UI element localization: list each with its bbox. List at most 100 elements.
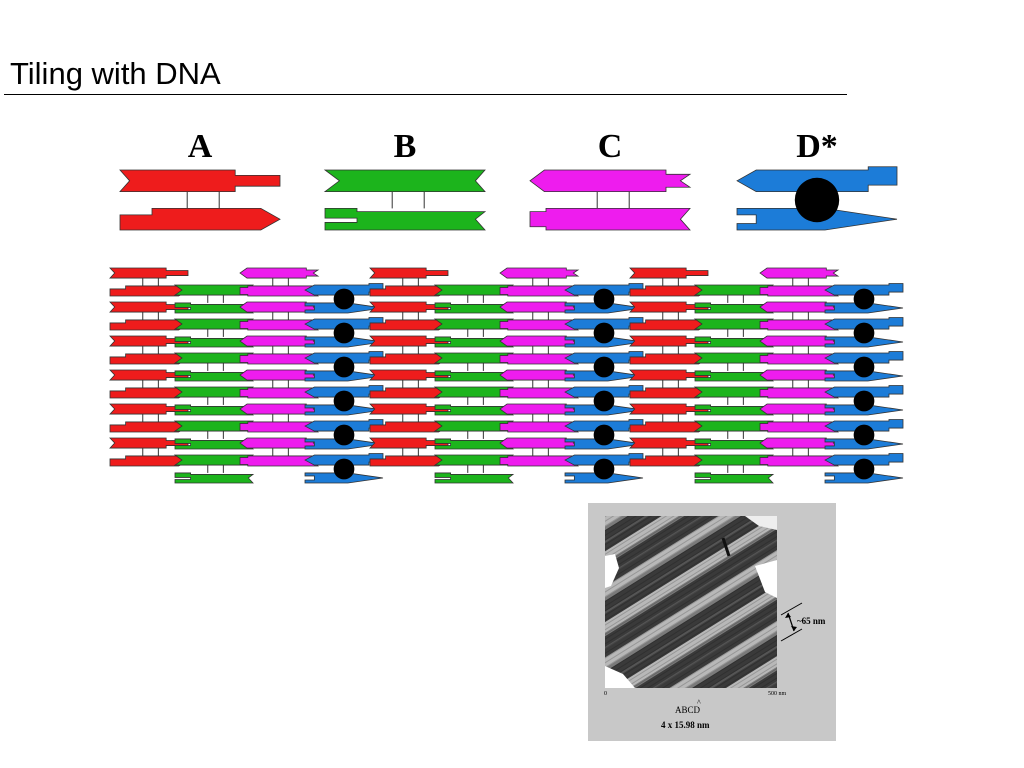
tile-strand-bottom — [119, 207, 281, 231]
lattice-tile — [759, 267, 840, 297]
lattice-tile — [109, 403, 189, 433]
marker-dot — [593, 288, 615, 310]
lattice-tile — [629, 267, 709, 297]
lattice-tile — [693, 454, 775, 484]
tile-strand-bottom — [434, 370, 515, 382]
lattice-tile — [239, 335, 320, 365]
tile-label-c: C — [598, 128, 623, 165]
lattice-tile — [693, 386, 775, 416]
marker-dot — [333, 390, 355, 412]
afm-scale-end: 500 nm — [768, 691, 787, 697]
lattice-tile — [564, 385, 644, 416]
lattice-tile — [824, 283, 904, 314]
tile-strand-top — [369, 267, 449, 279]
lattice-tile — [173, 386, 255, 416]
lattice-tile — [499, 335, 580, 365]
lattice-tile — [433, 352, 515, 382]
lattice-tile — [564, 453, 644, 484]
lattice-tile — [304, 453, 384, 484]
marker-dot — [853, 424, 875, 446]
lattice-tile — [369, 369, 449, 399]
afm-micrograph — [605, 516, 777, 688]
tile-strand-bottom — [174, 302, 255, 314]
marker-dot — [853, 390, 875, 412]
lattice-tile — [304, 419, 384, 450]
tile-strand-top — [499, 267, 580, 279]
lattice-tile — [109, 437, 189, 467]
lattice-tile — [824, 385, 904, 416]
lattice-tile — [693, 284, 775, 314]
lattice-tile — [109, 267, 189, 297]
lattice-tile — [369, 403, 449, 433]
tile-strand-bottom — [694, 438, 775, 450]
marker-dot — [333, 288, 355, 310]
tile-strand-top — [109, 267, 189, 279]
marker-dot — [593, 390, 615, 412]
lattice-tile — [304, 351, 384, 382]
lattice-tile — [173, 454, 255, 484]
afm-size-label: 4 x 15.98 nm — [661, 720, 710, 730]
legend-tile-2 — [529, 169, 692, 231]
tile-strand-bottom — [434, 472, 515, 484]
tile-label-b: B — [394, 128, 417, 165]
marker-dot — [333, 356, 355, 378]
marker-dot — [794, 177, 840, 223]
lattice-tile — [369, 267, 449, 297]
lattice-tile — [824, 317, 904, 348]
lattice-tile — [499, 267, 580, 297]
tile-strand-bottom — [434, 404, 515, 416]
tile-strand-top — [323, 169, 486, 193]
marker-dot — [593, 424, 615, 446]
lattice-tile — [173, 318, 255, 348]
marker-dot — [853, 356, 875, 378]
tile-strand-top — [239, 267, 320, 279]
tile-strand-top — [759, 267, 840, 279]
tile-label-a: A — [188, 128, 213, 165]
lattice-tile — [564, 419, 644, 450]
legend-tile-3 — [736, 166, 898, 231]
marker-dot — [333, 424, 355, 446]
lattice-tile — [629, 335, 709, 365]
marker-dot — [853, 458, 875, 480]
tile-strand-bottom — [324, 207, 487, 231]
lattice-tile — [369, 335, 449, 365]
lattice-tile — [564, 351, 644, 382]
afm-hat-mark: ^ — [697, 698, 701, 707]
lattice-tile — [564, 317, 644, 348]
lattice-tile — [693, 352, 775, 382]
lattice-tile — [433, 454, 515, 484]
tile-strand-bottom — [174, 336, 255, 348]
lattice-tile — [629, 437, 709, 467]
lattice-tile — [109, 335, 189, 365]
tile-strand-bottom — [694, 370, 775, 382]
tile-strand-top — [629, 267, 709, 279]
afm-image-panel: 0 500 nm ~65 nm ^ ABCD 4 x 15.98 nm — [588, 503, 836, 741]
tile-strand-bottom — [694, 302, 775, 314]
tile-strand-bottom — [174, 404, 255, 416]
lattice-tile — [824, 351, 904, 382]
marker-dot — [853, 322, 875, 344]
afm-period-label: ~65 nm — [797, 616, 826, 626]
tile-strand-bottom — [174, 438, 255, 450]
tile-label-dstar: D* — [796, 128, 838, 165]
lattice-tile — [824, 419, 904, 450]
tile-strand-bottom — [529, 207, 691, 231]
lattice-tile — [433, 284, 515, 314]
lattice-tile — [629, 301, 709, 331]
lattice-tile — [304, 283, 384, 314]
tile-strand-bottom — [694, 404, 775, 416]
lattice-tile — [824, 453, 904, 484]
lattice-tile — [759, 301, 840, 331]
lattice-tile — [759, 369, 840, 399]
tile-strand-bottom — [434, 336, 515, 348]
lattice-tile — [239, 403, 320, 433]
marker-dot — [593, 458, 615, 480]
tile-strand-bottom — [174, 370, 255, 382]
tile-strand-bottom — [434, 302, 515, 314]
lattice-tile — [304, 385, 384, 416]
afm-scale-start: 0 — [604, 691, 607, 697]
lattice-tile — [433, 386, 515, 416]
lattice-tile — [564, 283, 644, 314]
lattice-tile — [693, 318, 775, 348]
